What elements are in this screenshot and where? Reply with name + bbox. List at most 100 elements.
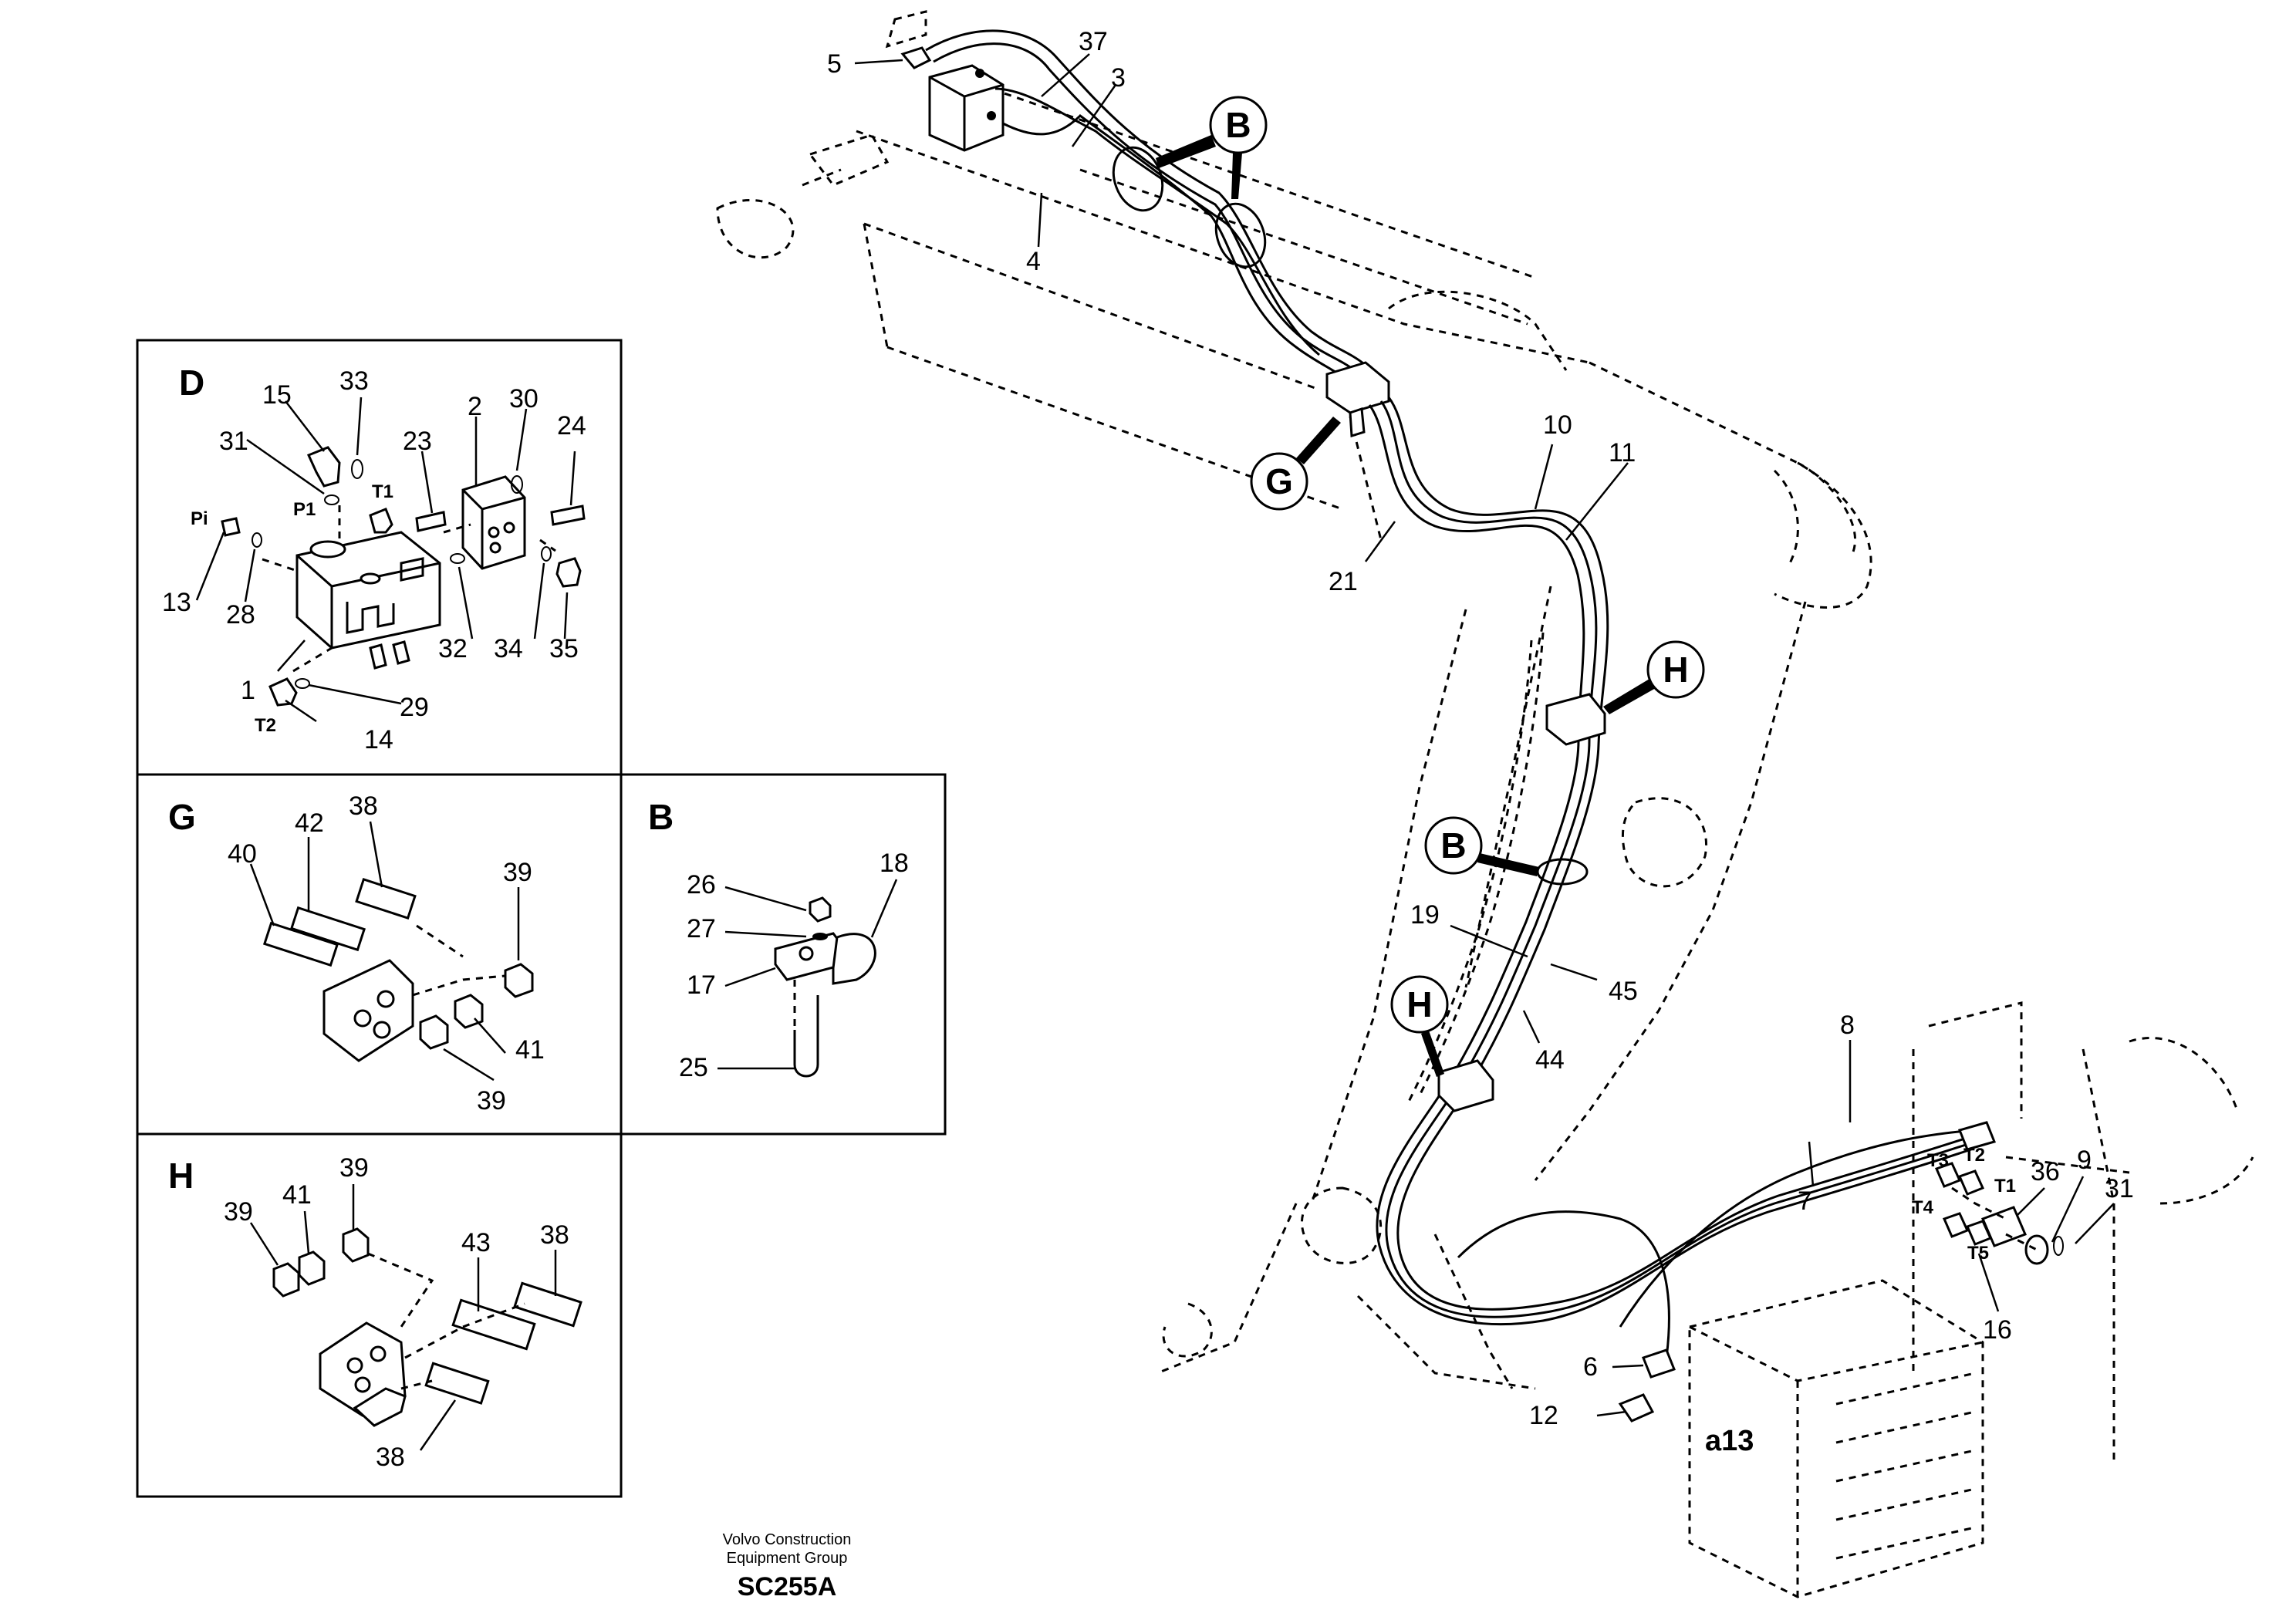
nut-39-h-left [272, 1262, 300, 1298]
diagram-code: SC255A [738, 1572, 837, 1601]
panel-d-title: D [179, 363, 204, 403]
main-labels: 5 37 3 4 10 11 21 19 45 44 8 7 36 9 31 1… [827, 27, 2134, 1430]
hose-4 [1002, 114, 1367, 402]
fitting-t5 [1965, 1220, 1993, 1246]
control-valve-outline [1688, 1279, 1984, 1598]
o-ring-31-main [2053, 1236, 2064, 1256]
bubble-h-lower-circle [1390, 975, 1449, 1034]
panel-h-explode-lines [367, 1252, 525, 1390]
label-5: 5 [827, 49, 842, 79]
label-39-h-left: 39 [224, 1197, 253, 1227]
bubble-b-mid-letter: B [1440, 825, 1466, 866]
label-38-h-bottom: 38 [376, 1443, 405, 1472]
label-12: 12 [1529, 1401, 1558, 1430]
label-7: 7 [1798, 1186, 1812, 1216]
plate-hole-c [489, 542, 501, 554]
label-25: 25 [679, 1053, 708, 1082]
hose-19 [1376, 1068, 1972, 1326]
port-t4: T4 [1912, 1197, 1934, 1218]
bubble-g-letter: G [1265, 461, 1293, 501]
port-stub-a [369, 643, 387, 670]
port-label-p1: P1 [293, 499, 316, 520]
bubble-h-upper-arrow [1603, 679, 1656, 714]
label-19: 19 [1410, 900, 1440, 930]
hose-7 [1619, 1129, 1976, 1328]
label-39-g-top: 39 [503, 858, 532, 887]
cover-plate-edges [461, 488, 525, 569]
panel-g-frame [136, 773, 623, 1136]
label-45: 45 [1609, 977, 1638, 1006]
panel-b: B 26 18 27 17 25 [648, 797, 909, 1082]
cover-plate [461, 475, 526, 570]
credit-line-1: Volvo Construction [723, 1531, 852, 1548]
fitting-6-end [1642, 1348, 1676, 1379]
bubble-h-upper: H [1603, 640, 1705, 714]
nut-41-h [298, 1250, 326, 1286]
nut-26 [809, 896, 832, 923]
arm-valve-block-edges [929, 76, 1004, 150]
label-2: 2 [468, 392, 482, 421]
boom-pin-outline [1773, 461, 1857, 564]
label-14: 14 [364, 725, 393, 754]
o-ring-34 [541, 546, 552, 562]
hose-3 [933, 42, 1375, 394]
port-label-t2: T2 [255, 715, 276, 736]
fitting-43 [451, 1298, 536, 1351]
hose-hidden-run [1418, 632, 1545, 1096]
elbow-fitting-t1 [369, 508, 393, 534]
hose-45 [1396, 1075, 1980, 1311]
flange-h-hole-a [346, 1357, 363, 1374]
u-bolt-25 [793, 995, 819, 1078]
inset-panels [136, 339, 947, 1498]
bubble-b-mid-circle [1424, 816, 1483, 875]
valve-mark-a13: a13 [1705, 1425, 1754, 1457]
label-30: 30 [509, 384, 539, 413]
bubble-b-mid-arrow [1477, 853, 1539, 876]
o-ring-28 [252, 532, 262, 548]
junction-stub [1349, 407, 1366, 437]
elbow-fitting-15 [306, 446, 341, 488]
control-valve-sections [1835, 1372, 1976, 1560]
washer-27 [812, 933, 828, 940]
label-17: 17 [687, 970, 716, 1000]
valve-slot [346, 602, 395, 634]
panel-b-frame [620, 773, 947, 1136]
hose-3b [994, 87, 1320, 356]
o-ring-31 [324, 494, 339, 505]
label-31-main: 31 [2105, 1174, 2134, 1203]
hose-10 [1379, 400, 1598, 1073]
fitting-38-h-right [513, 1281, 582, 1328]
bubble-h-lower: H [1390, 975, 1449, 1077]
bubble-b-top-letter: B [1225, 105, 1251, 145]
panel-d-explode-lines [262, 505, 556, 673]
panel-g: G 40 42 38 39 41 39 [168, 791, 545, 1115]
label-27: 27 [687, 914, 716, 943]
elbow-fitting-14 [268, 677, 298, 707]
label-43: 43 [461, 1228, 491, 1257]
label-36: 36 [2031, 1157, 2060, 1186]
flange-h-hole-c [354, 1376, 371, 1393]
main-assembly: a13 [716, 10, 2254, 1598]
frame-outline-right [1912, 1001, 2130, 1466]
hose-37 [925, 29, 1383, 386]
o-ring-33 [351, 459, 363, 479]
label-33: 33 [339, 366, 369, 396]
label-4: 4 [1026, 247, 1041, 276]
fitting-38-h-bottom [424, 1362, 490, 1405]
bubble-b-top: B [1156, 96, 1268, 199]
fitting-13 [221, 517, 241, 537]
label-38-g: 38 [349, 791, 378, 821]
fitting-42 [289, 906, 366, 952]
panel-b-leaders [718, 879, 898, 1070]
junction-block-g [1325, 361, 1390, 414]
valve-body-edges [296, 554, 441, 648]
bubble-g: G [1250, 417, 1341, 511]
plug-35 [555, 557, 582, 588]
label-38-h-right: 38 [540, 1220, 569, 1250]
panel-d-labels: 15 33 2 30 31 23 24 13 28 1 32 34 35 29 … [162, 366, 586, 754]
label-40: 40 [228, 839, 257, 869]
flange-h-hole-b [370, 1345, 387, 1362]
plate-hole-b [503, 521, 515, 534]
o-ring-30 [511, 475, 523, 494]
